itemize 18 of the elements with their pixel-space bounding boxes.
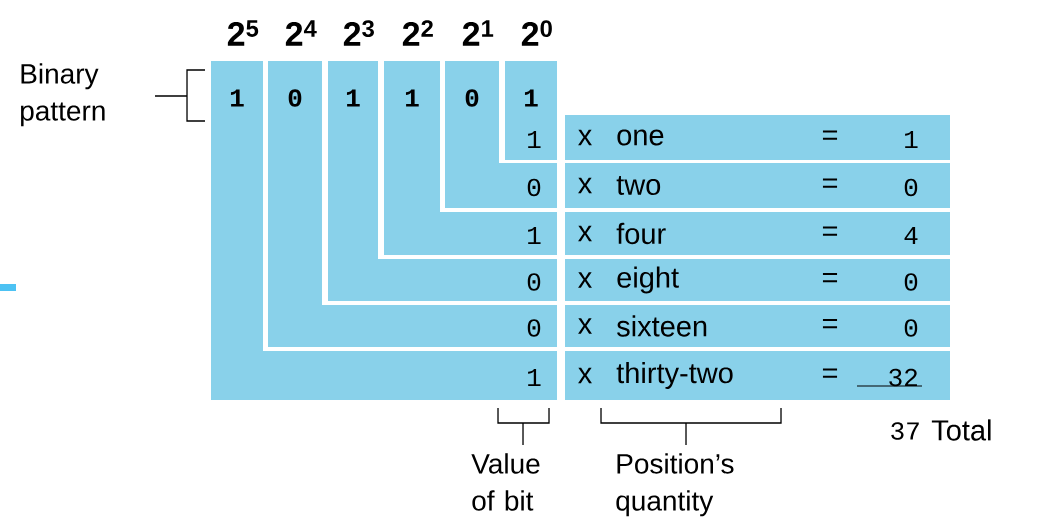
power-label: 2$^{4}$ [285, 20, 317, 46]
total-value: 37 [891, 422, 919, 440]
place-value-row: x eight = 0 [565, 259, 950, 301]
power-label: 2$^{2}$ [402, 20, 433, 46]
power-label: 2$^{0}$ [521, 20, 552, 46]
label-text: Position’s quantity [616, 453, 734, 517]
label-text: Binary pattern [21, 63, 105, 127]
place-value-row: x thirty-two = 32 [565, 351, 950, 400]
total-label: Total [931, 419, 991, 441]
power-label: 2$^{5}$ [227, 20, 259, 46]
power-label: 2$^{1}$ [462, 20, 494, 46]
power-label: 2$^{3}$ [343, 20, 374, 46]
label-text: Value of bit [471, 453, 540, 511]
bit-column: 1 1 [505, 61, 557, 160]
place-value-row: x two = 0 [565, 163, 950, 208]
place-value-row: x one = 1 [565, 115, 950, 160]
place-value-row: x four = 4 [565, 212, 950, 255]
place-value-row: x sixteen = 0 [565, 305, 950, 347]
